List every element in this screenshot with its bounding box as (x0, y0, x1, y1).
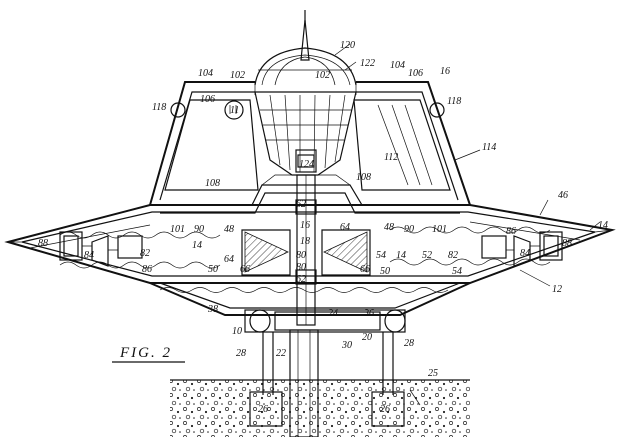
callout-12: 12 (552, 284, 562, 295)
callout-14: 14 (598, 220, 608, 231)
callout-62: 62 (296, 274, 306, 285)
deck (150, 174, 470, 214)
callout-28: 28 (236, 348, 246, 359)
callout-10: 10 (232, 326, 242, 337)
leader-lines (334, 43, 601, 406)
callout-82: 82 (448, 250, 458, 261)
callout-64: 64 (340, 222, 350, 233)
landing-base (244, 309, 406, 437)
outer-rim (4, 204, 616, 284)
callout-50: 50 (208, 264, 218, 275)
callout-36: 36 (363, 308, 374, 319)
callout-14: 14 (396, 250, 406, 261)
callout-48: 48 (384, 222, 394, 233)
callout-86: 86 (506, 226, 516, 237)
callout-88: 88 (562, 238, 572, 249)
dome (254, 47, 357, 86)
callout-112: 112 (384, 152, 398, 163)
callout-20: 20 (362, 332, 372, 343)
callout-52: 52 (422, 250, 432, 261)
callout-66: 66 (240, 264, 250, 275)
callout-80: 80 (296, 250, 306, 261)
callout-101: 101 (170, 224, 185, 235)
coils (59, 226, 551, 293)
callout-104: 104 (198, 68, 213, 79)
turbine-left (241, 229, 291, 276)
callout-50: 50 (380, 266, 390, 277)
callout-64: 64 (224, 254, 234, 265)
callout-106: 106 (408, 68, 423, 79)
callout-118: 118 (447, 96, 461, 107)
callout-102: 102 (230, 70, 245, 81)
engine-left (59, 231, 143, 267)
callout-46: 46 (558, 190, 568, 201)
callout-84: 84 (84, 250, 94, 261)
callout-82: 82 (140, 248, 150, 259)
callout-66: 66 (360, 264, 370, 275)
callout-86: 86 (142, 264, 152, 275)
callout-11: 11 (230, 105, 239, 116)
callout-48: 48 (224, 224, 234, 235)
callout-labels: 120 122 104 102 102 104 106 16 106 118 1… (38, 40, 608, 415)
callout-84: 84 (520, 248, 530, 259)
callout-26: 26 (258, 404, 268, 415)
callout-108: 108 (356, 172, 371, 183)
central-shaft (295, 174, 317, 326)
ground (170, 379, 470, 437)
callout-62: 62 (296, 199, 306, 210)
callout-54: 54 (452, 266, 462, 277)
callout-88: 88 (38, 238, 48, 249)
callout-80: 80 (296, 262, 306, 273)
callout-90: 90 (194, 224, 204, 235)
figure-caption: FIG. 2 (112, 345, 185, 363)
callout-118: 118 (152, 102, 166, 113)
callout-16: 16 (300, 220, 310, 231)
callout-106: 106 (200, 94, 215, 105)
callout-18: 18 (300, 236, 310, 247)
callout-124: 124 (299, 159, 314, 170)
callout-122: 122 (360, 58, 375, 69)
figure-label: FIG. 2 (119, 345, 172, 361)
antenna (300, 10, 310, 61)
callout-30: 30 (341, 340, 352, 351)
callout-104: 104 (390, 60, 405, 71)
callout-90: 90 (404, 224, 414, 235)
callout-25: 25 (428, 368, 438, 379)
callout-102: 102 (315, 70, 330, 81)
callout-14: 14 (192, 240, 202, 251)
callout-22: 22 (276, 348, 286, 359)
upper-cabin (149, 81, 471, 206)
callout-16: 16 (440, 66, 450, 77)
callout-28: 28 (404, 338, 414, 349)
callout-108: 108 (205, 178, 220, 189)
callout-54: 54 (376, 250, 386, 261)
engine-right (481, 231, 563, 267)
lower-hull (149, 282, 471, 316)
callout-114: 114 (482, 142, 496, 153)
turbine-right (321, 229, 371, 276)
callout-24: 24 (328, 308, 338, 319)
callout-38: 38 (207, 304, 218, 315)
callout-101: 101 (432, 224, 447, 235)
callout-26: 26 (380, 404, 390, 415)
callout-120: 120 (340, 40, 355, 51)
